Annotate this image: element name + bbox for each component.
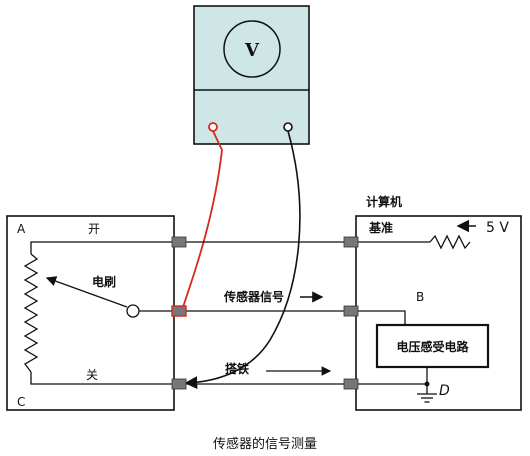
computer-label: 计算机 [366,194,402,209]
potentiometer-resistor [23,253,39,373]
computer-connector-ground [343,378,359,390]
voltage-label: 5 V [486,220,509,236]
close-label: 关 [86,368,98,382]
resistor-bottom-lead [30,372,172,385]
point-c-label: C [17,395,25,409]
reference-label: 基准 [368,220,393,235]
brush-wiper-arrow [45,276,128,308]
sensor-connector-top [171,236,187,248]
computer-connector-signal [343,305,359,317]
sensor-box: A C 开 关 电刷 [6,215,175,411]
voltmeter: V [193,5,310,145]
open-label: 开 [88,222,100,236]
brush-label: 电刷 [92,274,116,289]
figure-caption: 传感器的信号测量 [213,436,317,452]
pullup-resistor [429,234,471,250]
ground-label: 搭铁 [225,361,249,376]
brush-pivot [126,304,140,318]
black-probe-terminal [283,122,293,132]
sensor-connector-ground [171,378,187,390]
circuit-label: 电压感受电路 [396,339,469,354]
voltmeter-dial [223,20,281,78]
red-probe-terminal [208,122,218,132]
point-d-label: D [439,383,450,399]
resistor-top-lead [30,241,172,254]
point-b-label: B [416,290,424,304]
voltmeter-symbol: V [244,40,260,61]
connectors [171,236,359,390]
sensor-connector-signal [171,305,187,317]
computer-connector-top [343,236,359,248]
point-a-label: A [17,222,26,236]
computer-outline [355,215,522,411]
sensor-signal-label: 传感器信号 [223,289,284,304]
red-probe-lead [181,130,223,311]
voltage-sensing-circuit [375,323,490,369]
signal-internal-lead [358,310,406,325]
black-probe-lead [184,130,301,390]
computer-box: 计算机 基准 5 V B 电压感受电路 D [355,194,522,411]
